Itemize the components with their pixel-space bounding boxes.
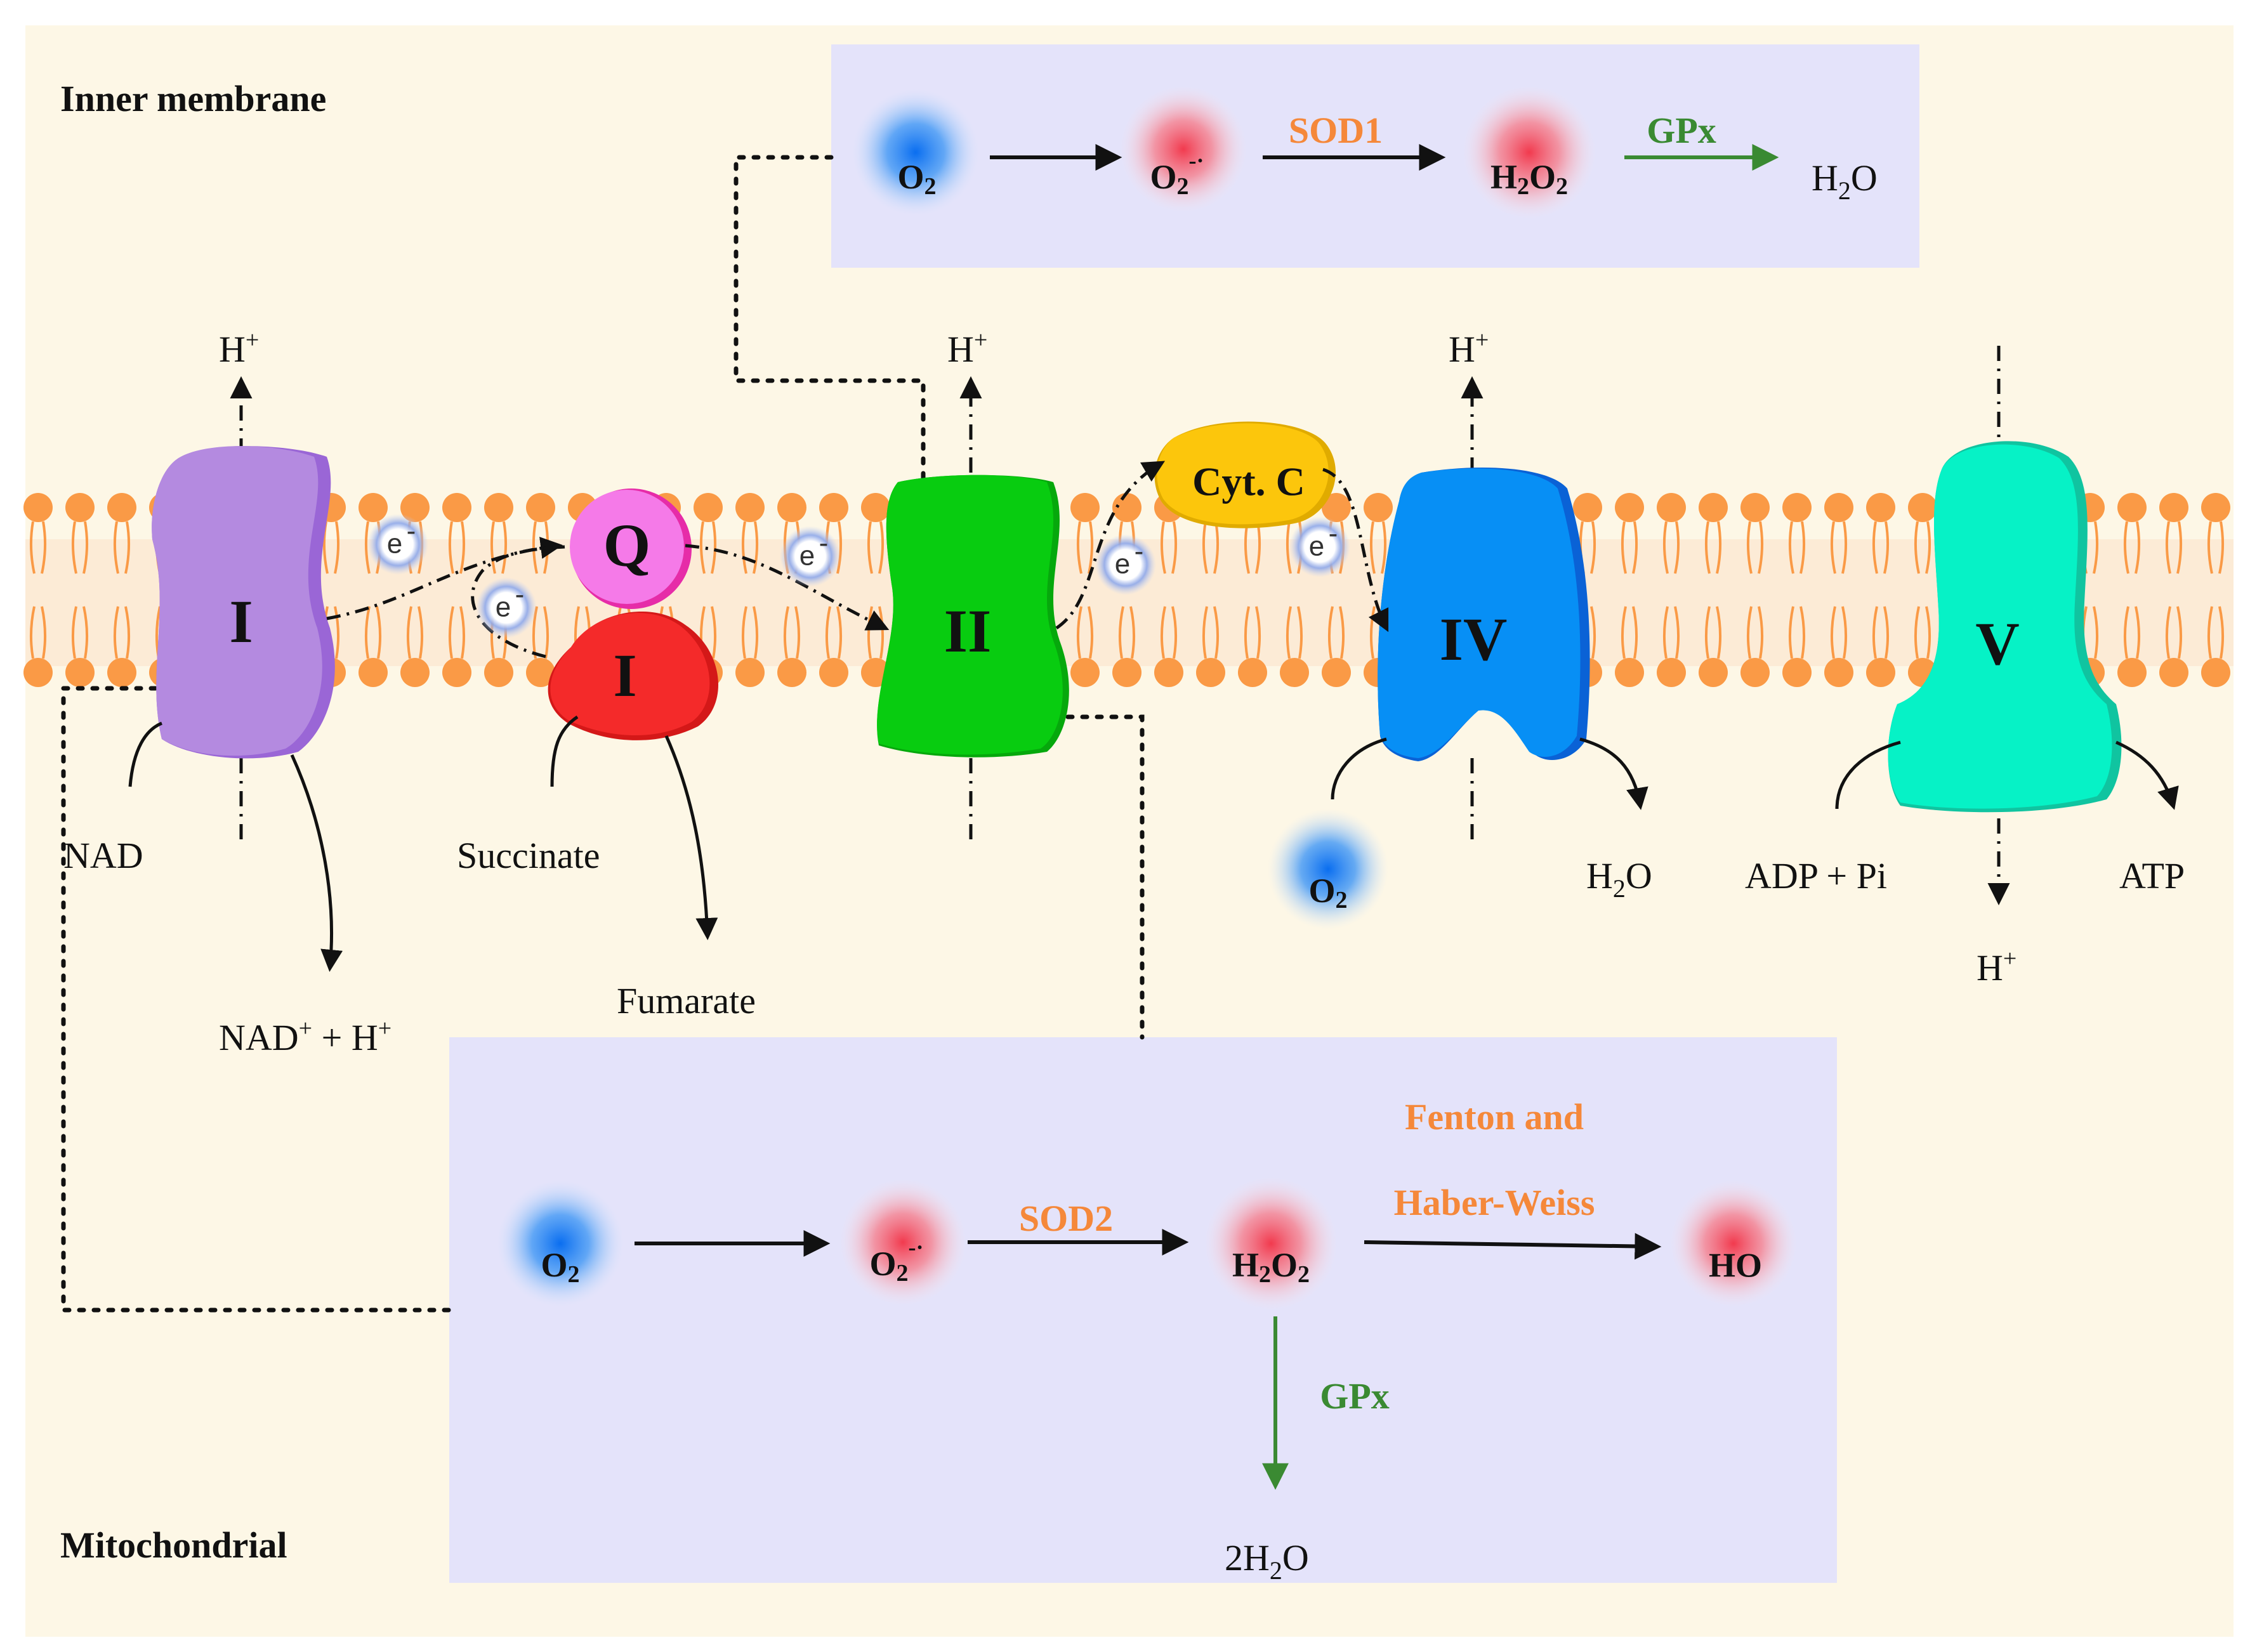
- fenton-label-1: Fenton and: [1405, 1096, 1584, 1137]
- complex-IV: IV: [1378, 468, 1590, 761]
- top-o2-label: O2: [897, 158, 936, 199]
- proton-label-I: H+: [219, 327, 259, 370]
- inner-membrane-label: Inner membrane: [60, 78, 326, 119]
- bottom-h2o2-glow: [1204, 1177, 1338, 1310]
- top-gpx-label: GPx: [1647, 110, 1716, 151]
- complex-IV-label: IV: [1440, 605, 1508, 673]
- bottom-superoxide-label: O2-·: [869, 1235, 923, 1286]
- electron-transfer-paths: [326, 461, 1389, 659]
- complex-II-label: II: [944, 597, 992, 665]
- complex-I-red-label: I: [613, 641, 636, 709]
- svg-text:e: e: [387, 528, 402, 560]
- complex-II: II: [877, 475, 1069, 757]
- svg-text:e: e: [496, 592, 511, 623]
- o2-label-IV: O2: [1308, 872, 1347, 913]
- top-superoxide-glow: [1120, 86, 1247, 213]
- svg-text:-: -: [1135, 536, 1144, 567]
- ubiquinone-Q: Q: [570, 488, 692, 609]
- bottom-o2-label: O2: [541, 1246, 579, 1287]
- e-path-I-to-Q: [326, 537, 563, 620]
- fumarate-out-arrow: [664, 735, 718, 940]
- svg-text:e: e: [799, 541, 815, 572]
- bottom-o2-glow: [497, 1180, 624, 1307]
- cyt-c-label: Cyt. C: [1192, 459, 1305, 504]
- bottom-h2o2-label: H2O2: [1232, 1246, 1310, 1287]
- connector-II-to-bottom: [1051, 714, 1145, 1040]
- top-o2-glow: [852, 89, 979, 216]
- electron-particles: e- e- e- e- e-: [367, 514, 1350, 638]
- e-path-Q-to-II: [685, 544, 890, 631]
- connector-top-to-II: [734, 155, 926, 494]
- svg-text:e: e: [1309, 531, 1324, 562]
- cytochrome-c: Cyt. C: [1154, 421, 1336, 528]
- electron-1: e-: [367, 514, 428, 575]
- h2o-label-IV: H2O: [1586, 855, 1652, 903]
- svg-text:-: -: [515, 579, 525, 610]
- atp-out-arrow: [2115, 740, 2179, 810]
- top-superoxide-label: O2-·: [1150, 148, 1204, 199]
- bottom-gpx-label: GPx: [1320, 1375, 1390, 1417]
- bottom-superoxide-glow: [839, 1179, 966, 1306]
- electron-2: e-: [476, 577, 537, 638]
- proton-label-V: H+: [1977, 945, 2016, 988]
- bottom-panel-reactions: O2 O2-· SOD2 H2O2 Fenton and Haber-Weiss…: [497, 1096, 1797, 1585]
- sod2-label: SOD2: [1019, 1198, 1113, 1239]
- complex-V: V: [1888, 441, 2122, 813]
- atp-label: ATP: [2119, 855, 2185, 896]
- ho-label: HO: [1709, 1246, 1762, 1284]
- e-path-cytc-to-IV: [1322, 468, 1389, 633]
- nadh-product-label: NAD+ + H+: [219, 1015, 391, 1058]
- proton-label-II: H+: [947, 327, 987, 370]
- electron-3: e-: [780, 526, 841, 587]
- top-h2o2-glow: [1463, 86, 1596, 219]
- h2o-out-arrow: [1579, 737, 1648, 810]
- succinate-in-curve: [550, 715, 579, 787]
- svg-text:-: -: [1329, 518, 1338, 549]
- nad-in-curve: [128, 721, 163, 787]
- dotted-connectors: [61, 155, 1145, 1313]
- nad-label: NAD: [63, 835, 143, 876]
- q-label: Q: [603, 511, 651, 579]
- svg-text:e: e: [1115, 549, 1130, 580]
- bottom-arrow-fenton: [1364, 1233, 1662, 1260]
- proton-label-IV: H+: [1449, 327, 1489, 370]
- fenton-label-2: Haber-Weiss: [1394, 1182, 1595, 1223]
- adp-in-curve: [1835, 740, 1901, 810]
- svg-text:-: -: [407, 516, 416, 547]
- fumarate-label: Fumarate: [617, 980, 756, 1021]
- adp-pi-label: ADP + Pi: [1745, 855, 1887, 896]
- o2-complex-IV: O2: [1268, 809, 1388, 929]
- proton-channels: [230, 346, 2010, 905]
- complex-I: I: [152, 446, 335, 759]
- succinate-label: Succinate: [457, 835, 600, 876]
- ho-glow: [1670, 1180, 1797, 1307]
- substrate-arrows: [128, 715, 2179, 972]
- nad-out-arrow: [290, 754, 343, 972]
- top-h2o-label: H2O: [1812, 157, 1878, 205]
- electron-5: e-: [1289, 516, 1350, 577]
- e-path-red-to-Q: [471, 545, 565, 659]
- o2-in-curve: [1331, 737, 1387, 800]
- sod1-label: SOD1: [1289, 110, 1383, 151]
- bottom-2h2o-label: 2H2O: [1225, 1537, 1309, 1585]
- mitochondrial-label: Mitochondrial: [60, 1524, 287, 1566]
- complex-V-label: V: [1975, 610, 2019, 678]
- top-h2o2-label: H2O2: [1490, 158, 1568, 199]
- svg-text:-: -: [819, 528, 829, 559]
- complex-I-label: I: [229, 587, 253, 655]
- complex-I-red: I: [548, 611, 719, 740]
- e-path-II-to-cytc: [1055, 461, 1166, 630]
- top-panel-reactions: O2 O2-· SOD1 H2O2 GPx H2O: [852, 86, 1878, 219]
- bottom-ros-panel: [449, 1037, 1837, 1583]
- electron-4: e-: [1095, 534, 1156, 595]
- connector-I-to-bottom: [61, 686, 452, 1313]
